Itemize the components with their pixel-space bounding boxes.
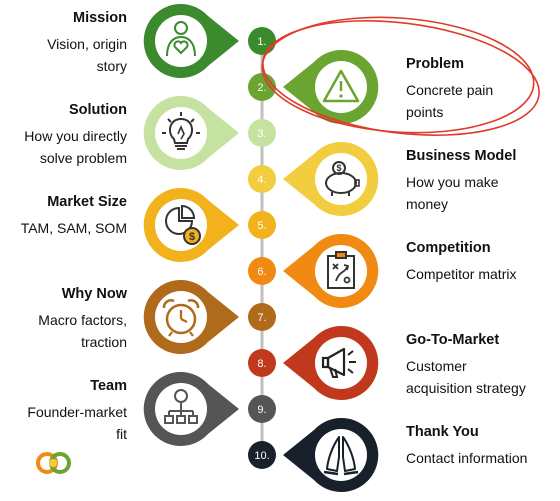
step-number-4: 4. — [257, 174, 266, 186]
step-number-circle-5 — [248, 211, 276, 239]
praying-hands-icon — [323, 436, 359, 476]
step-title-why-now: Why Now — [61, 286, 127, 302]
step-number-circle-3 — [248, 119, 276, 147]
step-desc-market-size: TAM, SAM, SOM — [20, 220, 127, 236]
step-title-problem: Problem — [406, 56, 465, 72]
step-number-7: 7. — [257, 312, 266, 324]
step-title-team: Team — [90, 378, 127, 394]
step-number-circle-7 — [248, 303, 276, 331]
icon-well-8 — [315, 337, 367, 389]
step-number-circle-4 — [248, 165, 276, 193]
step-title-competition: Competition — [406, 240, 491, 256]
step-desc-thank-you: Contact information — [406, 450, 528, 466]
step-bubble-8 — [283, 326, 379, 400]
step-title-solution: Solution — [69, 102, 127, 118]
pie-chart-dollar-icon: $ — [165, 204, 201, 245]
step-number-1: 1. — [257, 36, 266, 48]
step-number-circle-9 — [248, 395, 276, 423]
step-number-8: 8. — [257, 358, 266, 370]
step-number-circle-8 — [248, 349, 276, 377]
step-title-mission: Mission — [73, 10, 127, 26]
step-number-10: 10. — [254, 450, 269, 462]
megaphone-icon — [321, 347, 356, 378]
step-number-2: 2. — [257, 82, 266, 94]
step-bubble-9 — [143, 372, 239, 446]
lightbulb-icon — [162, 112, 200, 150]
step-bubble-7 — [143, 280, 239, 354]
step-title-go-to-market: Go-To-Market — [406, 332, 500, 348]
piggy-bank-icon: $ — [325, 161, 360, 196]
step-title-business-model: Business Model — [406, 148, 517, 164]
strategy-clipboard-icon — [327, 251, 355, 289]
svg-text:$: $ — [336, 163, 341, 173]
annotation-ellipse — [261, 16, 540, 136]
step-number-5: 5. — [257, 220, 266, 232]
step-number-circle-10 — [248, 441, 276, 469]
step-number-circle-6 — [248, 257, 276, 285]
step-desc-why-now: Macro factors,traction — [38, 312, 127, 350]
step-title-thank-you: Thank You — [406, 424, 479, 440]
heart-person-icon — [166, 21, 196, 57]
step-desc-competition: Competitor matrix — [406, 266, 517, 282]
step-number-3: 3. — [257, 128, 266, 140]
step-bubble-6 — [283, 234, 379, 308]
step-bubble-4 — [283, 142, 379, 216]
alarm-clock-icon — [162, 299, 200, 337]
logo-icon — [36, 452, 71, 474]
org-chart-icon — [164, 389, 198, 424]
icon-well-10 — [315, 429, 367, 481]
icon-well-4 — [315, 153, 367, 205]
svg-text:$: $ — [189, 231, 195, 243]
step-number-6: 6. — [257, 266, 266, 278]
step-title-market-size: Market Size — [47, 194, 127, 210]
warning-triangle-icon — [322, 69, 360, 103]
step-number-9: 9. — [257, 404, 266, 416]
